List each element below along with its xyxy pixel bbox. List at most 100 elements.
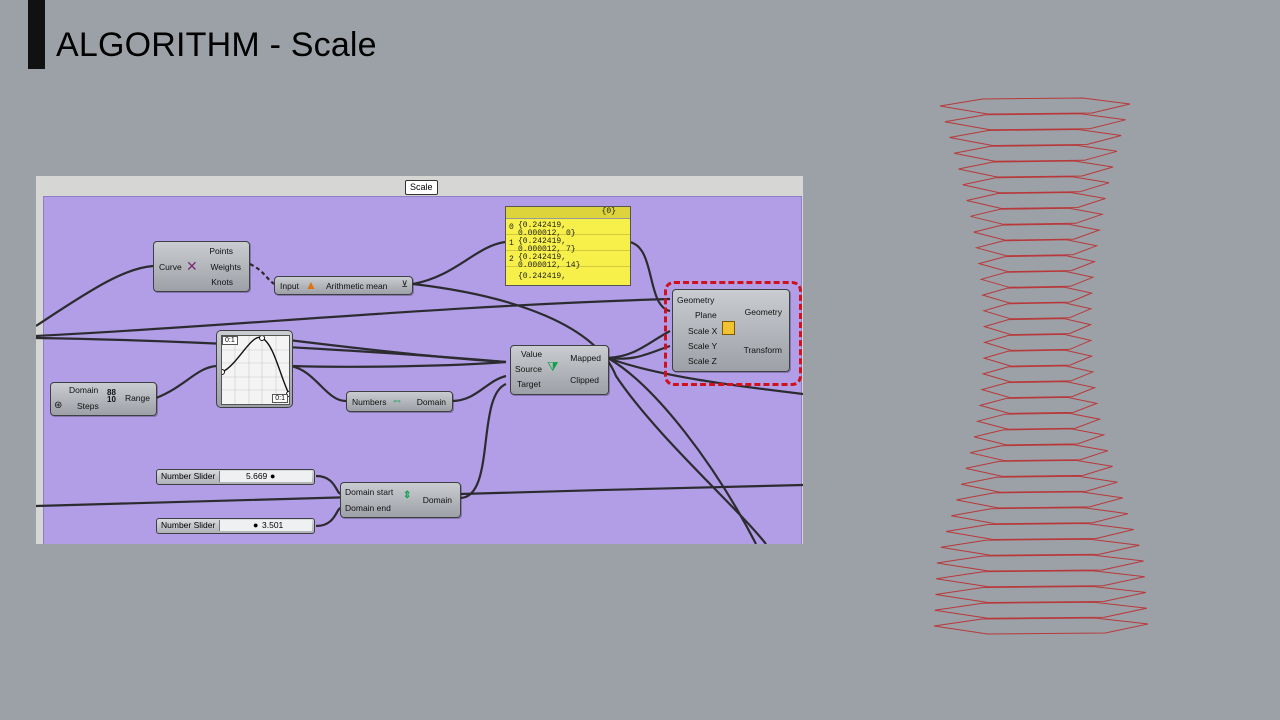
preview-ring xyxy=(981,365,1095,383)
input-target: Target xyxy=(517,379,541,389)
graph-plot[interactable] xyxy=(219,335,292,405)
construct-domain-component[interactable]: Domain start Domain end ⇕ Domain xyxy=(340,482,461,518)
input-source: Source xyxy=(515,364,542,374)
input-curve: Curve xyxy=(159,262,182,272)
bounds-component[interactable]: Numbers ⇔ Domain xyxy=(346,391,453,412)
output-panel[interactable]: {0} 0 {0.242419, 0.000012, 0} 1 {0.242419,… xyxy=(505,206,631,286)
preview-ring xyxy=(982,318,1093,336)
preview-ring xyxy=(934,601,1148,619)
preview-ring xyxy=(966,191,1106,210)
input-scale-y: Scale Y xyxy=(688,341,718,351)
preview-ring xyxy=(969,444,1109,462)
preview-ring xyxy=(946,522,1134,541)
output-range: Range xyxy=(124,393,150,403)
slide-title: ALGORITHM - Scale xyxy=(56,26,377,64)
panel-header: {0} xyxy=(506,207,630,219)
slider-value: 3.501 xyxy=(262,520,284,530)
group-label: Scale xyxy=(405,180,438,195)
graph-range-top: 0:1 xyxy=(222,336,238,345)
arithmetic-mean-output: Arithmetic mean xyxy=(326,281,388,291)
settings-icon[interactable]: ⊛ xyxy=(54,400,63,411)
preview-ring xyxy=(958,160,1114,178)
input-scale-x: Scale X xyxy=(688,326,718,336)
highlight-frame xyxy=(664,281,802,386)
input-plane: Plane xyxy=(695,310,717,320)
list-index: 1 xyxy=(509,239,514,248)
preview-ring xyxy=(977,255,1097,273)
panel-path: {0} xyxy=(601,207,616,216)
preview-ring xyxy=(939,97,1131,115)
input-scale-z: Scale Z xyxy=(688,356,717,366)
slider-track[interactable] xyxy=(219,520,312,531)
slider-label: Number Slider xyxy=(161,520,216,530)
preview-ring xyxy=(936,570,1145,588)
input-label: Input xyxy=(280,281,299,291)
output-points: Points xyxy=(209,246,233,256)
preview-ring xyxy=(935,585,1146,604)
preview-ring xyxy=(974,239,1099,257)
preview-ring xyxy=(956,491,1123,509)
scale-icon xyxy=(722,321,735,335)
title-accent-bar xyxy=(28,0,45,69)
remap-icon: ⧩ xyxy=(547,359,559,374)
input-numbers: Numbers xyxy=(352,397,387,407)
preview-ring xyxy=(949,128,1122,147)
preview-ring xyxy=(975,412,1102,430)
slider-knob[interactable]: ● xyxy=(270,471,276,481)
slider-value: 5.669 xyxy=(246,471,268,481)
preview-ring xyxy=(970,207,1105,225)
slider-label: Number Slider xyxy=(161,471,216,481)
list-index: 0 xyxy=(509,223,514,232)
preview-ring xyxy=(973,428,1106,446)
output-mapped: Mapped xyxy=(570,353,601,363)
preview-ring xyxy=(933,617,1149,635)
number-slider-2[interactable]: Number Slider ● 3.501 xyxy=(156,518,315,534)
preview-ring xyxy=(951,507,1129,525)
divide-curve-component[interactable]: Curve ✕ Points Weights Knots xyxy=(153,241,250,292)
list-value: {0.242419, 0.000012, 0} xyxy=(518,221,576,238)
grasshopper-canvas[interactable]: Scale Curve ✕ Points Weights Knots Input… xyxy=(36,176,803,544)
input-steps: Steps xyxy=(77,401,99,411)
output-knots: Knots xyxy=(211,277,233,287)
bell-curve-icon: ▲ xyxy=(305,278,317,292)
input-value: Value xyxy=(521,349,543,359)
remap-component[interactable]: Value Source Target ⧩ Mapped Clipped xyxy=(510,345,609,395)
graph-mapper[interactable]: 0:1 0:1 xyxy=(216,330,293,408)
wires-layer xyxy=(36,240,803,544)
slider-knob[interactable]: ● xyxy=(253,520,259,530)
number-slider-1[interactable]: Number Slider 5.669 ● xyxy=(156,469,315,485)
preview-ring xyxy=(936,554,1144,572)
slider-track[interactable] xyxy=(219,471,312,482)
dropdown-icon[interactable]: ⊻ xyxy=(401,279,408,289)
divide-icon: ✕ xyxy=(186,258,198,274)
preview-ring xyxy=(954,144,1118,162)
input-domain-start: Domain start xyxy=(345,487,394,497)
average-component[interactable]: Input ▲ Arithmetic mean ⊻ xyxy=(274,276,413,295)
list-item: 0 {0.242419, 0.000012, 0} xyxy=(506,219,630,238)
domain-icon: ⇕ xyxy=(403,490,412,501)
list-value: {0.242419, xyxy=(518,272,567,281)
preview-ring xyxy=(982,333,1093,351)
input-domain-end: Domain end xyxy=(345,503,391,513)
preview-ring xyxy=(962,176,1110,194)
output-domain: Domain xyxy=(422,495,452,505)
output-transform: Transform xyxy=(743,345,782,355)
preview-ring xyxy=(979,270,1095,288)
output-geometry: Geometry xyxy=(744,307,782,317)
bounds-icon: ⇔ xyxy=(391,393,403,407)
preview-ring xyxy=(981,286,1094,304)
scale-nu-component[interactable]: Geometry Plane Scale X Scale Y Scale Z G… xyxy=(672,289,790,372)
output-weights: Weights xyxy=(210,262,241,272)
preview-ring xyxy=(940,538,1140,556)
input-geometry: Geometry xyxy=(677,295,715,305)
scaled-geometry-preview xyxy=(933,97,1149,635)
preview-ring xyxy=(961,475,1118,493)
input-domain: Domain xyxy=(69,385,99,395)
list-item: 1 {0.242419, 0.000012, 7} xyxy=(506,235,630,254)
list-index: 2 xyxy=(509,255,514,264)
list-value: {0.242419, 0.000012, 14} xyxy=(518,253,581,270)
list-value: {0.242419, 0.000012, 7} xyxy=(518,237,576,254)
output-clipped: Clipped xyxy=(570,375,599,385)
